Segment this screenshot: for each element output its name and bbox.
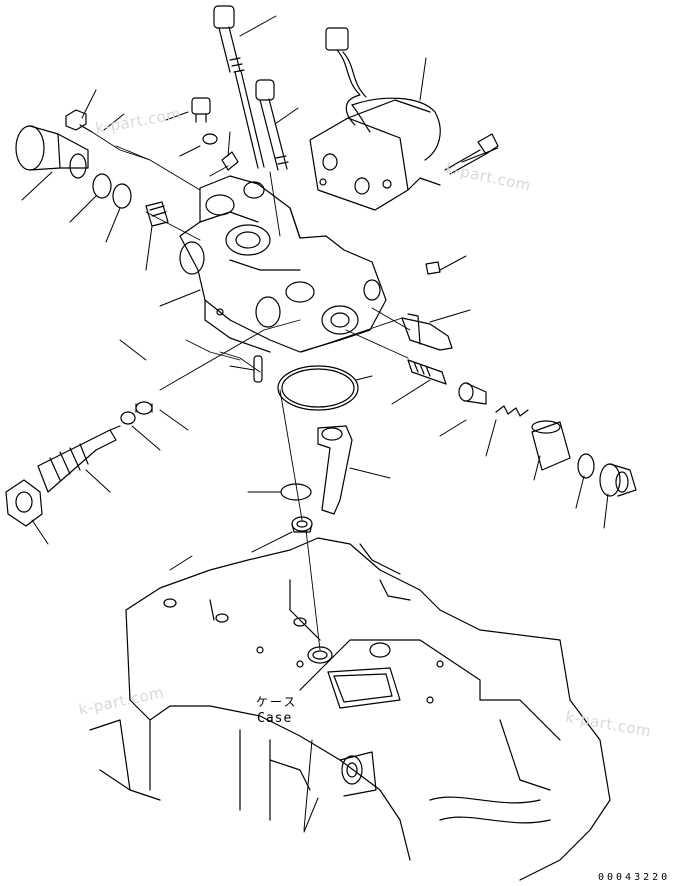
long-bolt-lower — [255, 79, 289, 171]
solenoid-valve — [309, 27, 441, 211]
leader-lines — [21, 15, 609, 833]
hex-nut-left — [5, 479, 43, 527]
threaded-plug — [145, 201, 169, 227]
hex-plug-small — [65, 109, 93, 133]
dowel-pin — [253, 355, 263, 383]
assembly-lines — [91, 131, 411, 651]
pin-small — [221, 151, 239, 171]
sleeve-fitting — [15, 125, 89, 179]
bushing — [291, 516, 313, 533]
lever — [317, 425, 353, 515]
sleeve-right — [531, 420, 571, 471]
hex-plug-small-2 — [191, 97, 211, 123]
solenoid-fitting-right — [401, 313, 453, 351]
collar-left — [135, 401, 153, 415]
spool-left — [37, 425, 121, 493]
case-label-japanese: ケース — [256, 695, 298, 709]
o-ring-left-b — [112, 183, 132, 209]
o-ring-right — [577, 453, 595, 479]
piston-right — [458, 382, 487, 405]
valve-body — [179, 175, 387, 353]
o-ring-small-top — [202, 133, 218, 145]
o-ring-large — [277, 365, 359, 411]
o-ring-left-a — [92, 173, 112, 199]
screw-right — [425, 261, 441, 275]
plug-right — [599, 463, 637, 497]
case-label-english: Case — [257, 711, 293, 726]
solenoid-bolt — [444, 133, 499, 175]
pump-case — [89, 537, 611, 881]
long-bolt-upper — [213, 5, 265, 169]
spool-right — [407, 359, 447, 385]
spring-right — [495, 405, 529, 417]
drawing-number: 00043220 — [598, 872, 671, 883]
o-ring-small-left — [120, 411, 136, 425]
